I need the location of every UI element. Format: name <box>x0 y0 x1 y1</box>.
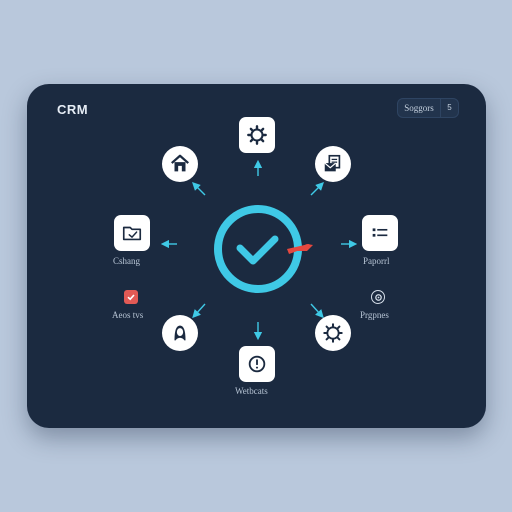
profile-node[interactable] <box>162 315 198 351</box>
check-badge-icon <box>127 294 135 301</box>
home-icon <box>171 154 189 172</box>
top-settings-tile[interactable] <box>239 117 275 153</box>
folder-icon <box>122 226 142 241</box>
settings-gear-icon <box>247 125 267 145</box>
progress-label: Prgpnes <box>360 310 389 320</box>
list-label: Paporrl <box>363 256 390 266</box>
crm-panel: CRM Soggors 5 <box>27 84 486 428</box>
header-controls[interactable]: Soggors 5 <box>397 98 459 118</box>
list-tile[interactable] <box>362 215 398 251</box>
bottom-label: Wetbcats <box>235 386 268 396</box>
alerts-badge[interactable] <box>124 290 138 304</box>
header-count-badge[interactable]: 5 <box>440 99 458 117</box>
progress-badge[interactable] <box>371 290 385 304</box>
clock-icon <box>248 355 266 373</box>
header-label[interactable]: Soggors <box>404 103 434 113</box>
checkmark-ring-icon[interactable] <box>203 199 323 299</box>
mail-doc-icon <box>324 154 341 172</box>
mail-node[interactable] <box>315 146 351 182</box>
app-title: CRM <box>57 102 89 117</box>
home-node[interactable] <box>162 146 198 182</box>
folder-label: Cshang <box>113 256 140 266</box>
connector-arrows <box>160 159 358 341</box>
alerts-label: Aeos tvs <box>112 310 144 320</box>
gear-icon <box>323 323 343 343</box>
user-profile-icon <box>174 325 186 342</box>
list-toggle-icon <box>372 228 388 237</box>
progress-icon <box>374 293 382 301</box>
gear-node[interactable] <box>315 315 351 351</box>
folder-tile[interactable] <box>114 215 150 251</box>
bottom-tile[interactable] <box>239 346 275 382</box>
